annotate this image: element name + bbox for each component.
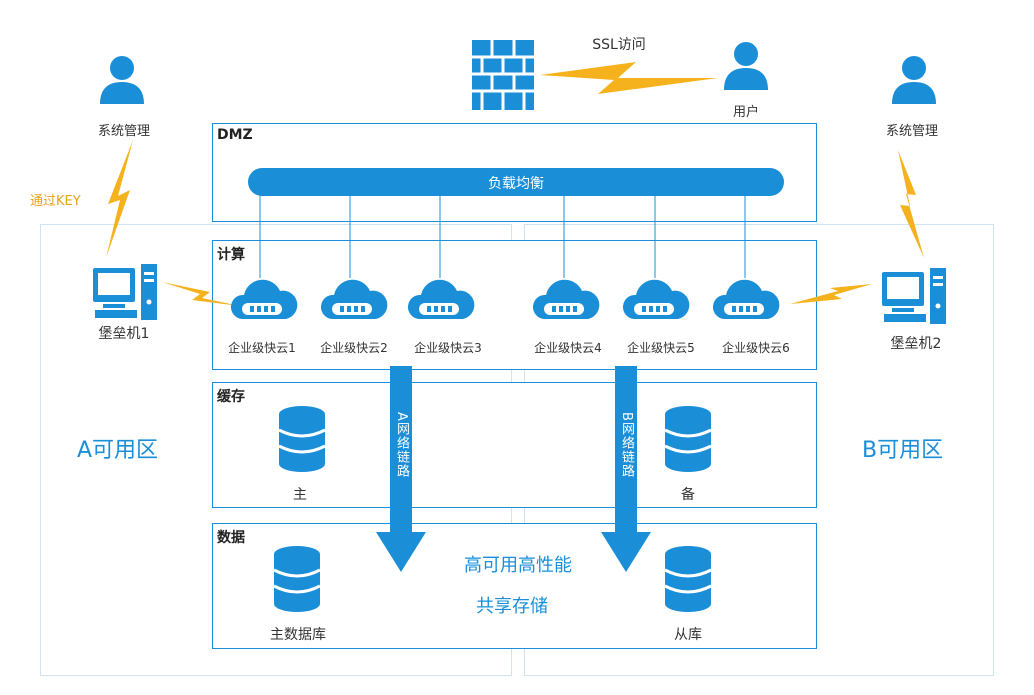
cloud-6-label: 企业级快云6: [722, 341, 790, 355]
dmz-title: DMZ: [217, 127, 253, 143]
zone-a-label: A可用区: [77, 438, 159, 463]
bastion2-label: 堡垒机2: [890, 336, 942, 352]
shared-storage-line1: 高可用高性能: [464, 555, 572, 576]
data-title: 数据: [217, 530, 245, 546]
link-a-label: A网络链路: [394, 412, 409, 478]
user-icon: [724, 42, 768, 90]
admin-right-bolt-icon: [898, 150, 924, 258]
link-b-arrow: [601, 366, 651, 572]
bastion1-computer-icon: [93, 264, 157, 320]
admin-left-icon: [100, 56, 144, 104]
main-database-label: 主数据库: [270, 627, 326, 643]
admin-right-label: 系统管理: [885, 124, 939, 139]
lb-connectors: [259, 188, 746, 278]
cloud-5-icon: [622, 279, 690, 319]
compute-title: 计算: [217, 247, 245, 263]
cloud-4-icon: [532, 279, 600, 319]
cache-main-db-icon: [277, 406, 327, 472]
bastion1-bolt-icon: [162, 282, 240, 306]
admin-right-icon: [892, 56, 936, 104]
slave-database-icon: [663, 546, 713, 612]
cache-backup-label: 备: [681, 487, 695, 503]
ssl-bolt-icon: [540, 62, 718, 94]
load-balancer-label: 负载均衡: [488, 176, 544, 192]
admin-left-label: 系统管理: [97, 124, 151, 139]
main-database-icon: [272, 546, 322, 612]
cloud-1-icon: [230, 279, 298, 319]
bastion1-label: 堡垒机1: [98, 326, 150, 342]
cloud-3-label: 企业级快云3: [414, 341, 482, 355]
key-bolt-icon: [106, 140, 133, 258]
cloud-1-label: 企业级快云1: [228, 341, 296, 355]
bastion2-computer-icon: [882, 268, 946, 324]
cloud-4-label: 企业级快云4: [534, 341, 602, 355]
zone-b-label: B可用区: [862, 438, 944, 463]
load-balancer-bar: [248, 168, 784, 196]
shared-storage-line2: 共享存储: [476, 596, 548, 617]
cloud-2-icon: [320, 279, 388, 319]
firewall-icon: [472, 40, 534, 110]
cloud-2-label: 企业级快云2: [320, 341, 388, 355]
link-b-label: B网络链路: [619, 412, 634, 478]
bastion2-bolt-icon: [790, 284, 872, 304]
cache-backup-db-icon: [663, 406, 713, 472]
cache-title: 缓存: [217, 389, 245, 405]
user-label: 用户: [732, 105, 760, 120]
cloud-6-icon: [712, 279, 780, 319]
link-a-arrow: [376, 366, 426, 572]
cache-main-label: 主: [293, 487, 307, 503]
slave-database-label: 从库: [674, 627, 702, 643]
key-label: 通过KEY: [30, 194, 81, 209]
ssl-access-label: SSL访问: [592, 37, 646, 53]
cloud-3-icon: [407, 279, 475, 319]
cloud-5-label: 企业级快云5: [627, 341, 695, 355]
